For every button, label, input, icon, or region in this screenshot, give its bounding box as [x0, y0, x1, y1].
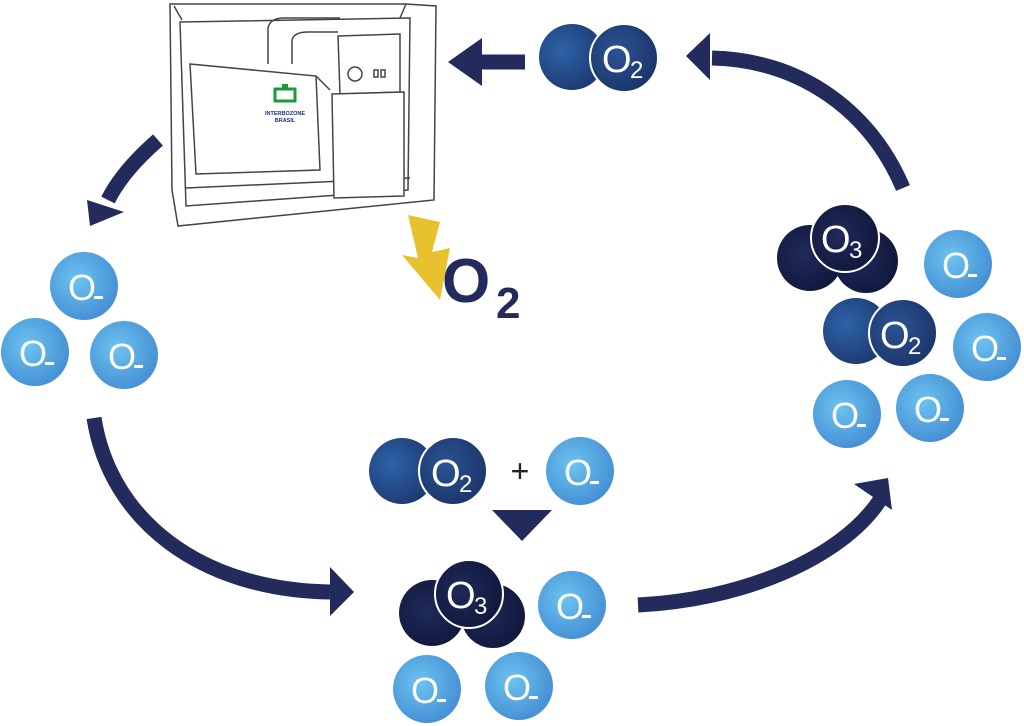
- svg-text:O: O: [19, 333, 47, 374]
- arrow-bottom-right-curved: [637, 478, 892, 613]
- svg-text:2: 2: [908, 333, 921, 360]
- svg-text:O: O: [446, 575, 476, 617]
- logo-icon: [273, 87, 297, 103]
- arrow-left-bottom-curved: [86, 416, 354, 616]
- generator-logo: INTERBOZONE BRASIL: [265, 84, 305, 124]
- oxygen-atom: O: [90, 321, 158, 389]
- bottom-o3-molecule: O 3: [399, 559, 525, 648]
- oxygen-atom: O: [1, 318, 69, 386]
- svg-text:O: O: [942, 245, 970, 286]
- svg-text:O: O: [831, 395, 859, 436]
- oxygen-atom: O: [924, 230, 992, 298]
- plus-sign: +: [511, 453, 530, 489]
- oxygen-atom: O: [485, 652, 553, 720]
- energy-o2-symbol: O: [442, 247, 490, 316]
- oxygen-atom: O: [538, 571, 606, 639]
- ozone-generator: [169, 3, 437, 227]
- oxygen-atom: O: [953, 313, 1021, 381]
- svg-text:O: O: [411, 670, 439, 711]
- svg-text:O: O: [971, 328, 999, 369]
- svg-text:O: O: [68, 267, 96, 308]
- oxygen-atom: O: [896, 374, 964, 442]
- reaction-equation: O 2 + O: [369, 436, 614, 541]
- svg-text:O: O: [564, 452, 592, 493]
- svg-text:O: O: [880, 315, 910, 357]
- bottom-oxygen-atoms: O O O: [393, 571, 606, 723]
- arrow-top-left: [448, 38, 525, 86]
- left-oxygen-atoms: O O O: [1, 252, 158, 389]
- logo-text-line2: BRASIL: [275, 118, 296, 124]
- logo-text-line1: INTERBOZONE: [265, 111, 305, 117]
- svg-text:O: O: [821, 219, 851, 261]
- svg-text:O: O: [602, 39, 632, 81]
- svg-text:O: O: [108, 336, 136, 377]
- oxygen-atom: O: [50, 252, 118, 320]
- arrow-left-down: [87, 134, 163, 226]
- oxygen-atom: O: [813, 380, 881, 448]
- oxygen-atom: O: [393, 655, 461, 723]
- svg-text:O: O: [914, 389, 942, 430]
- svg-text:2: 2: [630, 57, 643, 84]
- right-o2-molecule: O 2: [823, 298, 938, 368]
- reactant-o2-molecule: O 2: [369, 436, 488, 506]
- top-o2-molecule: O 2: [539, 23, 659, 93]
- svg-text:3: 3: [849, 237, 862, 264]
- right-oxygen-atoms: O O O O: [813, 230, 1021, 448]
- lightning-bolt-icon: [402, 215, 450, 300]
- down-triangle-icon: [492, 510, 552, 541]
- right-o3-molecule: O 3: [777, 203, 898, 293]
- svg-text:O: O: [503, 667, 531, 708]
- svg-text:3: 3: [474, 593, 487, 620]
- svg-text:2: 2: [459, 471, 472, 498]
- svg-text:O: O: [556, 586, 584, 627]
- svg-text:O: O: [431, 453, 461, 495]
- arrow-top-right-curved: [686, 33, 910, 191]
- reactant-oxygen-atom: O: [546, 437, 614, 505]
- energy-o2-subscript: 2: [496, 279, 520, 328]
